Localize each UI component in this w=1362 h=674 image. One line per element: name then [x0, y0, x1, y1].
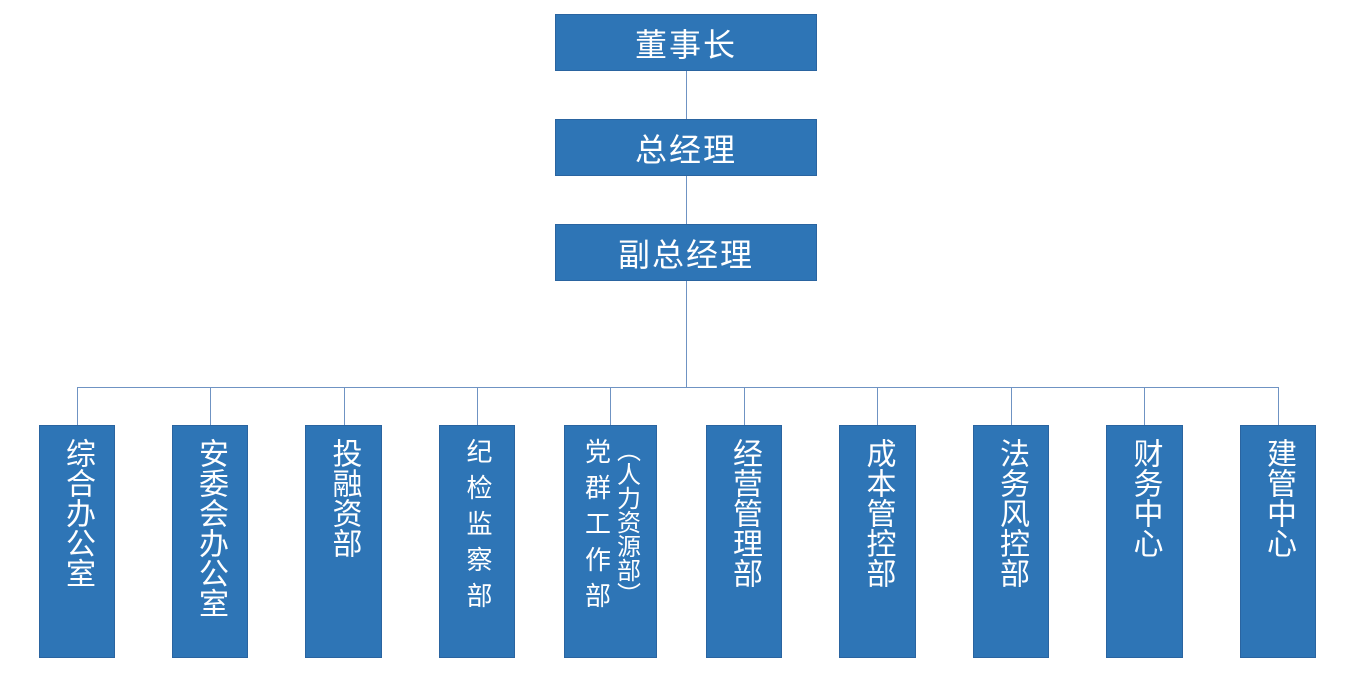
- dept-label: 纪检监察部: [462, 438, 492, 618]
- dept-sublabel: （人力资源部）: [612, 438, 641, 606]
- dept-label: 安委会办公室: [193, 438, 228, 618]
- drop-line: [344, 387, 345, 425]
- dept-label: 综合办公室: [60, 438, 95, 588]
- connector-deputy-bus: [686, 281, 687, 387]
- dept-label: 成本管控部: [860, 438, 896, 588]
- chairman-label: 董事长: [634, 25, 737, 64]
- drop-line: [1144, 387, 1145, 425]
- horizontal-bus: [77, 387, 1279, 388]
- dept-label: 法务风控部: [994, 438, 1029, 588]
- drop-line: [477, 387, 478, 425]
- dept-operations-management: 经营管理部: [706, 425, 782, 658]
- dept-discipline-inspection: 纪检监察部: [439, 425, 515, 658]
- drop-line: [610, 387, 611, 425]
- dept-cost-control: 成本管控部: [839, 425, 916, 658]
- dept-legal-risk-control: 法务风控部: [973, 425, 1049, 658]
- dept-label: 党群工作部: [580, 438, 611, 618]
- chairman-box: 董事长: [555, 14, 817, 71]
- deputy-general-manager-label: 副总经理: [617, 235, 754, 274]
- dept-investment-financing: 投融资部: [305, 425, 382, 658]
- dept-party-affairs: 党群工作部 （人力资源部）: [564, 425, 657, 658]
- dept-label: 建管中心: [1261, 438, 1296, 558]
- dept-safety-committee-office: 安委会办公室: [172, 425, 248, 658]
- dept-finance-center: 财务中心: [1106, 425, 1183, 658]
- dept-construction-management-center: 建管中心: [1240, 425, 1316, 658]
- connector-chairman-gm: [686, 71, 687, 119]
- deputy-general-manager-box: 副总经理: [555, 224, 817, 281]
- general-manager-label: 总经理: [634, 130, 737, 169]
- drop-line: [1011, 387, 1012, 425]
- drop-line: [744, 387, 745, 425]
- dept-general-office: 综合办公室: [39, 425, 115, 658]
- drop-line: [877, 387, 878, 425]
- connector-gm-deputy: [686, 176, 687, 224]
- dept-label: 投融资部: [326, 438, 362, 558]
- dept-label: 财务中心: [1127, 438, 1163, 558]
- drop-line: [1278, 387, 1279, 425]
- general-manager-box: 总经理: [555, 119, 817, 176]
- drop-line: [77, 387, 78, 425]
- drop-line: [210, 387, 211, 425]
- dept-label: 经营管理部: [727, 438, 762, 588]
